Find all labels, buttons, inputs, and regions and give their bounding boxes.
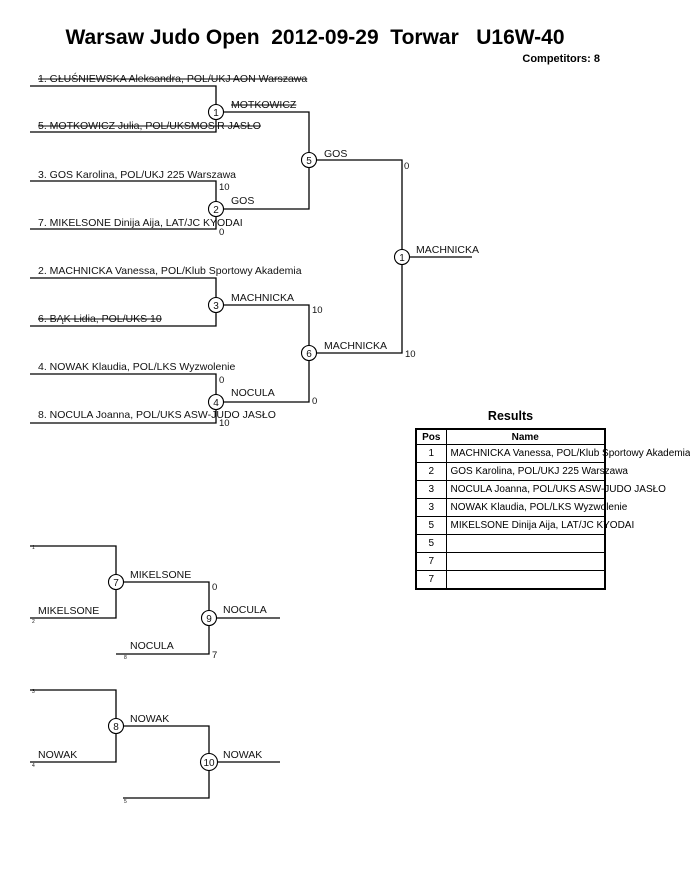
result-name <box>445 534 606 553</box>
page-title: Warsaw Judo Open 2012-09-29 Torwar U16W-… <box>65 26 565 49</box>
score: 0 <box>312 396 317 407</box>
winner-match-5: GOS <box>324 148 347 160</box>
bracket-line <box>116 725 210 799</box>
result-name: NOCULA Joanna, POL/UKS ASW-JUDO JASŁO <box>445 480 666 499</box>
match-number: 3 <box>213 301 219 312</box>
result-pos: 5 <box>415 516 447 535</box>
entry-4: 4. NOWAK Klaudia, POL/LKS Wyzwolenie <box>38 361 236 373</box>
match-number: 10 <box>203 758 215 769</box>
score: 0 <box>212 582 217 593</box>
score: 10 <box>219 418 230 429</box>
match-number-circle <box>207 296 225 314</box>
match-number: 5 <box>306 156 312 167</box>
slot-number: 8 <box>124 655 127 661</box>
result-pos: 7 <box>415 570 447 590</box>
match-number-circle <box>200 609 218 627</box>
slot-number: 5 <box>124 799 127 805</box>
entry-8: 8. NOCULA Joanna, POL/UKS ASW-JUDO JASŁO <box>38 409 276 421</box>
match-number-circle <box>207 200 225 218</box>
entry-7: 7. MIKELSONE Dinija Aija, LAT/JC KYODAI <box>38 217 243 229</box>
result-name <box>445 552 606 571</box>
result-pos: 3 <box>415 498 447 517</box>
match-number-circle <box>207 393 225 411</box>
match-number: 6 <box>306 349 312 360</box>
match-number: 9 <box>206 614 212 625</box>
result-pos: 1 <box>415 444 447 463</box>
repechage-entry: MIKELSONE <box>38 605 99 617</box>
result-name: NOWAK Klaudia, POL/LKS Wyzwolenie <box>445 498 627 517</box>
results-header-row: Pos Name <box>415 428 606 445</box>
competitors-count: Competitors: 8 <box>522 53 600 65</box>
results-title: Results <box>487 409 534 423</box>
match-number: 1 <box>213 108 219 119</box>
winner-match-7: MIKELSONE <box>130 569 191 581</box>
entry-6: 6. BĄK Lidia, POL/UKS 10 <box>38 313 162 325</box>
winner-match-9: NOCULA <box>223 604 267 616</box>
result-name: MIKELSONE Dinija Aija, LAT/JC KYODAI <box>445 516 634 535</box>
main-bracket: 1. GŁUŚNIEWSKA Aleksandra, POL/UKJ AON W… <box>30 72 479 805</box>
winner-match-2: GOS <box>231 195 254 207</box>
score: 10 <box>219 182 230 193</box>
winner-match-10: NOWAK <box>223 749 262 761</box>
table-row: 5 <box>415 534 606 553</box>
score: 7 <box>212 650 217 661</box>
result-pos: 3 <box>415 480 447 499</box>
column-header-name: Name <box>445 428 606 445</box>
result-pos: 7 <box>415 552 447 571</box>
match-number-circle <box>107 573 125 591</box>
score: 0 <box>219 375 224 386</box>
result-name <box>445 570 606 590</box>
winner-match-1: MOTKOWICZ <box>231 99 297 111</box>
column-header-pos: Pos <box>415 428 447 445</box>
match-number-circle <box>207 103 225 121</box>
repechage-entry: NOWAK <box>38 749 77 761</box>
match-number-circle <box>300 151 318 169</box>
match-number: 7 <box>113 578 119 589</box>
table-row: 7 <box>415 552 606 571</box>
winner-match-8: NOWAK <box>130 713 169 725</box>
slot-number: 1 <box>32 545 35 551</box>
match-number: 4 <box>213 398 219 409</box>
score: 10 <box>312 305 323 316</box>
score: 0 <box>219 227 224 238</box>
score: 0 <box>404 161 409 172</box>
score: 10 <box>405 349 416 360</box>
match-number-circle <box>300 344 318 362</box>
entry-5: 5. MOTKOWICZ Julia, POL/UKSMOSiR JASŁO <box>38 120 261 132</box>
bracket-line <box>309 159 403 354</box>
table-row: 7 <box>415 570 606 590</box>
winner-match-6: MACHNICKA <box>324 340 387 352</box>
slot-number: 3 <box>32 689 35 695</box>
match-number-circle <box>107 717 125 735</box>
repechage-entry: NOCULA <box>130 640 174 652</box>
result-pos: 2 <box>415 462 447 481</box>
winner-final: MACHNICKA <box>416 244 479 256</box>
match-number: 2 <box>213 205 219 216</box>
match-number-circle <box>199 752 219 772</box>
result-pos: 5 <box>415 534 447 553</box>
entry-2: 2. MACHNICKA Vanessa, POL/Klub Sportowy … <box>38 265 302 277</box>
slot-number: 4 <box>32 763 35 769</box>
slot-number: 2 <box>32 619 35 625</box>
result-name: GOS Karolina, POL/UKJ 225 Warszawa <box>445 462 628 481</box>
winner-match-3: MACHNICKA <box>231 292 294 304</box>
result-name: MACHNICKA Vanessa, POL/Klub Sportowy Aka… <box>445 444 690 463</box>
winner-match-4: NOCULA <box>231 387 275 399</box>
entry-1: 1. GŁUŚNIEWSKA Aleksandra, POL/UKJ AON W… <box>38 72 307 85</box>
entry-3: 3. GOS Karolina, POL/UKJ 225 Warszawa <box>38 169 236 181</box>
match-number: 8 <box>113 722 119 733</box>
match-number-circle <box>393 248 411 266</box>
match-number: 1 <box>399 253 405 264</box>
